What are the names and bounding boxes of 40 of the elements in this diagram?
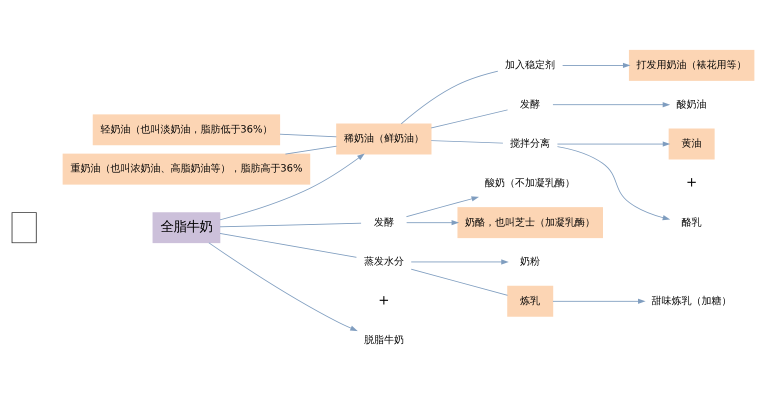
connector — [220, 222, 362, 228]
connector — [430, 140, 504, 144]
node-box: 黄油 — [668, 128, 715, 160]
node-box: 奶酪，也叫芝士（加凝乳酶） — [457, 207, 603, 238]
node-text: 甜味炼乳（加糖） — [652, 296, 732, 307]
arrow — [406, 196, 480, 218]
arrow — [557, 146, 670, 220]
arrow — [552, 298, 646, 304]
label: + — [378, 293, 390, 308]
arrow — [410, 259, 509, 265]
node-text: 发酵 — [520, 99, 540, 110]
node-box: 轻奶油（也叫淡奶油，脂肪低于36%） — [92, 114, 280, 146]
connector — [400, 70, 498, 124]
node-text: 脱脂牛奶 — [364, 335, 404, 346]
node-text: 酸奶油 — [676, 99, 707, 110]
arrow — [406, 220, 460, 226]
connector — [430, 109, 508, 128]
node-text: 酸奶（不加凝乳酶） — [485, 178, 576, 189]
node-box: 全脂牛奶 — [152, 212, 220, 244]
node-text: 蒸发水分 — [364, 256, 404, 268]
node-box: 稀奶油（鲜奶油） — [336, 124, 432, 154]
node-text: 加入稳定剂 — [505, 60, 556, 71]
connector — [410, 268, 508, 296]
label: + — [686, 176, 698, 191]
connector — [220, 233, 357, 258]
node-text: 奶粉 — [520, 256, 540, 268]
arrow — [557, 141, 670, 147]
arrow — [220, 153, 365, 220]
connector — [285, 146, 337, 154]
node-text: 搅拌分离 — [510, 138, 550, 150]
node-box: 重奶油（也叫浓奶油、高脂奶油等），脂肪高于36% — [62, 154, 310, 185]
arrow — [552, 102, 670, 108]
node-text: 发酵 — [374, 217, 394, 228]
node-box: 打发用奶油（裱花用等） — [628, 50, 754, 81]
node-box: 炼乳 — [507, 286, 554, 317]
arrow — [562, 62, 630, 68]
arrow — [208, 242, 358, 332]
node-text: 酪乳 — [682, 217, 702, 228]
connector — [280, 134, 337, 138]
node-box — [12, 212, 37, 244]
